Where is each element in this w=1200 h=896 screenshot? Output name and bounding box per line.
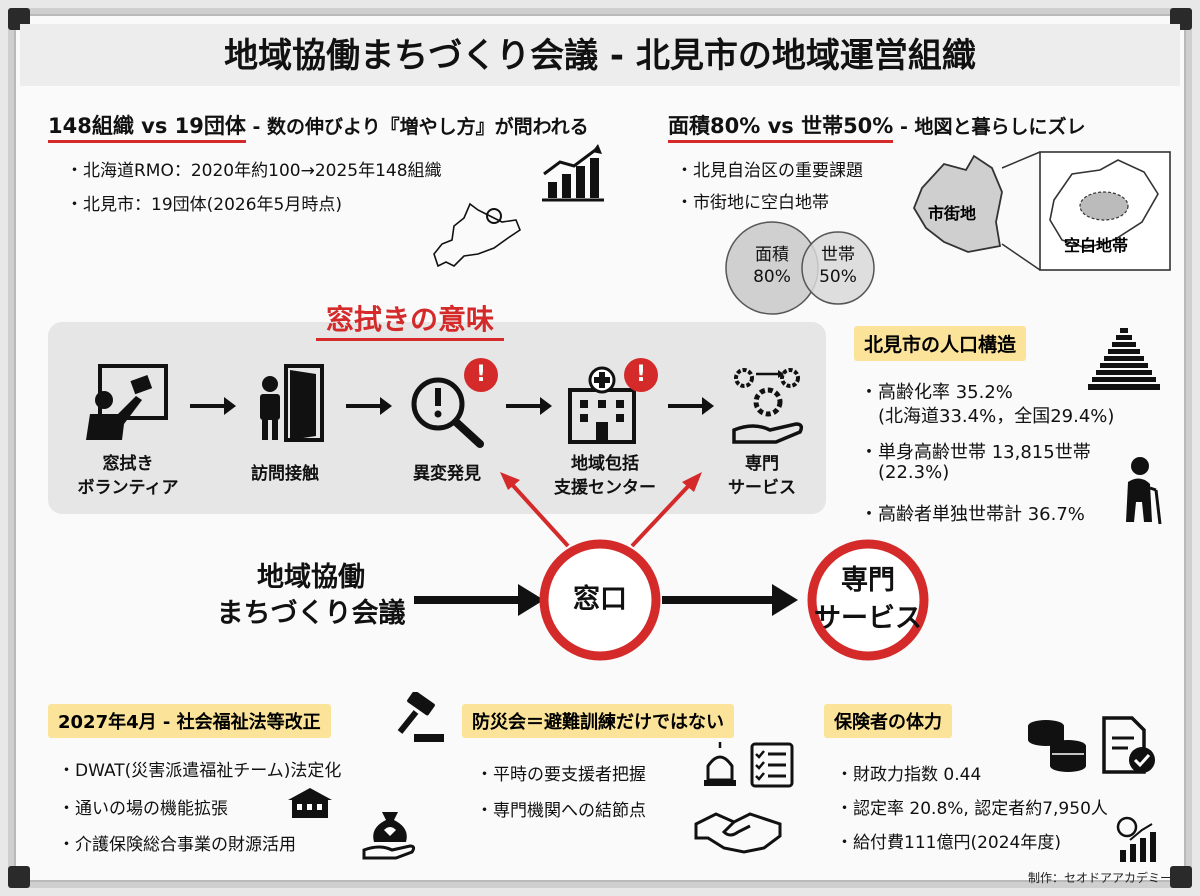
arrow-right-icon xyxy=(190,397,236,415)
step-label-service: 専門 サービス xyxy=(728,454,796,498)
elderly-person-icon xyxy=(1126,457,1162,525)
magnifier-alert-icon xyxy=(411,377,484,448)
alert-badge-icon: ! xyxy=(464,358,498,392)
heading-main: 面積80% vs 世帯50% xyxy=(668,114,894,143)
bullet: ・単身高齢世帯 13,815世帯 xyxy=(860,442,1091,463)
step-label-volunteer: 窓拭き ボランティア xyxy=(77,454,179,498)
step-label-discovery: 異変発見 xyxy=(413,464,481,484)
venn-value: 50% xyxy=(819,267,857,287)
bullet-detail: (北海道33.4%，全国29.4%) xyxy=(878,406,1115,427)
bullet: ・高齢化率 35.2% xyxy=(860,382,1013,403)
corner-bracket xyxy=(1170,866,1192,888)
bullet: ・北見自治区の重要課題 xyxy=(676,161,863,181)
bar-growth-icon xyxy=(542,144,604,202)
credit-text: 制作：セオドアアカデミー xyxy=(1027,871,1172,885)
page-title: 地域協働まちづくり会議 - 北見市の地域運営組織 xyxy=(224,36,976,76)
hokkaido-map-icon xyxy=(433,202,521,268)
step-label-center: 地域包括 支援センター xyxy=(554,454,656,498)
arrow-right-icon xyxy=(346,397,392,415)
document-check-icon xyxy=(1102,716,1155,774)
door-visit-icon xyxy=(260,364,324,442)
handshake-icon xyxy=(694,812,782,854)
bullet: ・高齢者単独世帯計 36.7% xyxy=(860,504,1085,525)
venn-label-area: 面積 80% xyxy=(752,244,792,288)
hospital-icon xyxy=(568,366,636,444)
section-heading-area: 面積80% vs 世帯50% - 地図と暮らしにズレ xyxy=(668,110,1086,143)
population-pyramid-icon xyxy=(1088,328,1160,390)
heading-main: 148組織 vs 19団体 xyxy=(48,114,246,143)
bullet: ・財政力指数 0.44 xyxy=(836,765,982,785)
section-heading-rmo: 148組織 vs 19団体 - 数の伸びより『増やし方』が問われる xyxy=(48,110,589,143)
service-node-label: 専門 サービス xyxy=(814,565,922,634)
flow-title: 窓拭きの意味 xyxy=(316,298,505,341)
bullet: ・給付費111億円(2024年度) xyxy=(836,833,1061,853)
arrow-right-icon xyxy=(668,397,714,415)
coins-icon xyxy=(1028,720,1086,772)
heading-sub: - 地図と暮らしにズレ xyxy=(893,116,1086,138)
window-cleaning-icon xyxy=(86,364,168,440)
corner-bracket xyxy=(8,866,30,888)
venn-label: 面積 xyxy=(755,245,789,265)
bullet-detail: (22.3%) xyxy=(878,462,950,483)
source-label: 地域協働 まちづくり会議 xyxy=(216,562,406,629)
alert-badge-icon: ! xyxy=(624,358,658,392)
law-heading: 2027年4月 - 社会福祉法等改正 xyxy=(48,704,331,738)
heading-sub: - 数の伸びより『増やし方』が問われる xyxy=(245,116,589,138)
arrow-right-icon xyxy=(506,397,552,415)
bullet: ・専門機関への結節点 xyxy=(476,801,646,821)
venn-diagram xyxy=(725,221,875,315)
map-label-blank: 空白地帯 xyxy=(1064,236,1129,255)
money-bag-hand-icon xyxy=(362,812,416,860)
alarm-checklist-icon xyxy=(704,742,794,788)
venn-label-household: 世帯 50% xyxy=(818,244,858,288)
map-label-city: 市街地 xyxy=(928,204,977,223)
insurer-heading: 保険者の体力 xyxy=(824,704,952,738)
bullet: ・介護保険総合事業の財源活用 xyxy=(58,835,296,855)
gears-hand-icon xyxy=(732,368,804,444)
bullet: ・平時の要支援者把握 xyxy=(476,765,646,785)
bullet: ・DWAT(災害派遣福祉チーム)法定化 xyxy=(58,761,342,781)
city-map-icon xyxy=(912,151,1171,271)
window-node-label: 窓口 xyxy=(573,584,627,615)
step-label-visit: 訪問接触 xyxy=(251,464,319,484)
population-heading: 北見市の人口構造 xyxy=(854,326,1027,361)
bousai-heading: 防災会＝避難訓練だけではない xyxy=(462,704,734,738)
bullet: ・通いの場の機能拡張 xyxy=(58,799,228,819)
bullet: ・北海道RMO：2020年約100→2025年148組織 xyxy=(66,161,442,181)
money-growth-icon xyxy=(1116,816,1156,862)
bullet: ・北見市：19団体(2026年5月時点) xyxy=(66,195,342,215)
bullet: ・市街地に空白地帯 xyxy=(676,193,829,213)
bullet: ・認定率 20.8%, 認定者約7,950人 xyxy=(836,799,1108,819)
gavel-icon xyxy=(397,692,444,742)
community-building-icon xyxy=(288,788,332,818)
venn-value: 80% xyxy=(753,267,791,287)
title-bar xyxy=(20,24,1180,86)
venn-label: 世帯 xyxy=(821,245,855,265)
